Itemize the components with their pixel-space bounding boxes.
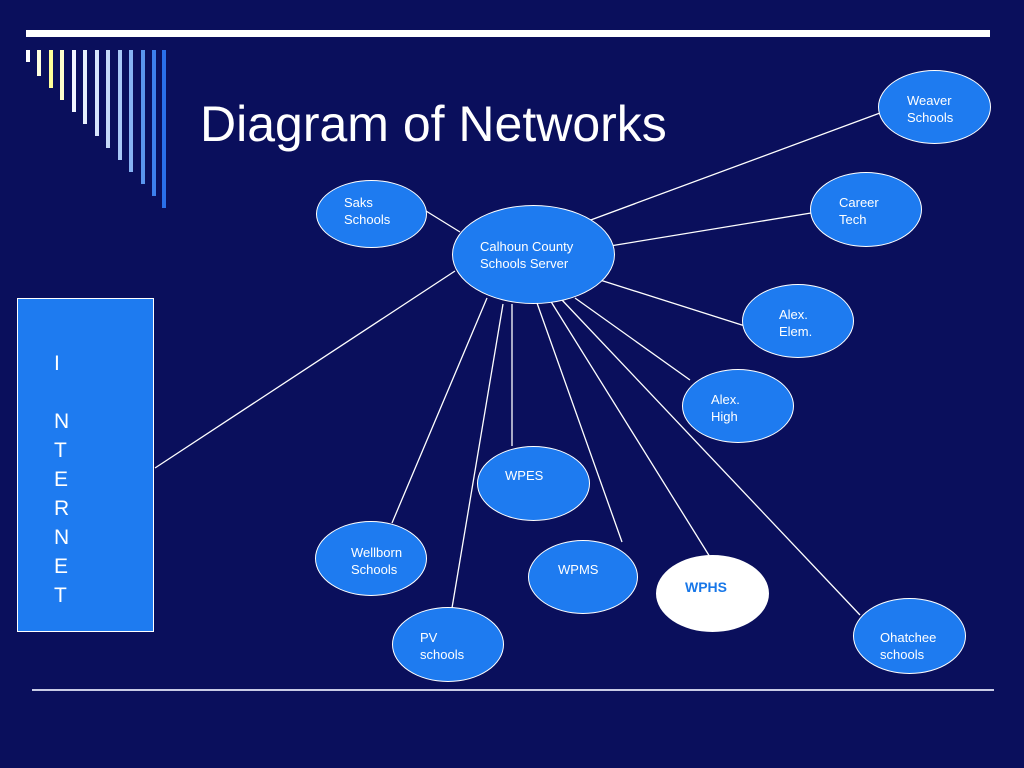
node-label: Weaver Schools — [907, 93, 954, 125]
node-wpes: WPES — [477, 446, 590, 521]
node-ohatchee-schools: Ohatchee schools — [853, 598, 966, 674]
top-rule — [26, 30, 990, 37]
edge-server-weaver — [587, 112, 881, 222]
internet-label: I N T E R N E T — [54, 352, 70, 607]
node-wellborn-schools: Wellborn Schools — [315, 521, 427, 596]
node-label: Saks Schools — [344, 195, 391, 227]
node-label: WPHS — [685, 579, 727, 595]
node-label: Alex. Elem. — [779, 307, 813, 339]
edge-server-internet — [154, 270, 456, 469]
node-label: PV schools — [420, 630, 465, 662]
node-weaver-schools: Weaver Schools — [878, 70, 991, 144]
bottom-rule — [32, 689, 994, 691]
edge-server-saks — [425, 210, 461, 233]
edge-server-ohatchee — [561, 299, 861, 616]
node-career-tech: Career Tech — [810, 172, 922, 247]
node-label: WPES — [505, 468, 544, 483]
edge-server-wpms — [536, 302, 623, 543]
edge-server-alex-high — [574, 297, 691, 381]
node-pv-schools: PV schools — [392, 607, 504, 682]
edge-server-career — [609, 212, 812, 247]
node-label: WPMS — [558, 562, 599, 577]
edge-server-wellborn — [391, 297, 488, 524]
node-label: Calhoun County Schools Server — [480, 239, 574, 271]
node-label: Wellborn Schools — [351, 545, 403, 577]
edge-server-alex-elem — [599, 279, 746, 327]
edge-server-wphs — [549, 299, 711, 558]
node-alex-high: Alex. High — [682, 369, 794, 443]
node-wpms: WPMS — [528, 540, 638, 614]
node-label: Career Tech — [839, 195, 879, 227]
node-saks-schools: Saks Schools — [316, 180, 427, 248]
hub-node-calhoun-county-server: Calhoun County Schools Server — [452, 205, 615, 304]
edge-server-pv — [451, 303, 504, 609]
slide-title: Diagram of Networks — [200, 96, 667, 152]
node-label: Ohatchee schools — [880, 630, 937, 662]
node-label: Alex. High — [711, 392, 740, 424]
node-wphs-highlighted: WPHS — [656, 555, 769, 632]
node-alex-elem: Alex. Elem. — [742, 284, 854, 358]
internet-box: I N T E R N E T — [17, 298, 154, 632]
